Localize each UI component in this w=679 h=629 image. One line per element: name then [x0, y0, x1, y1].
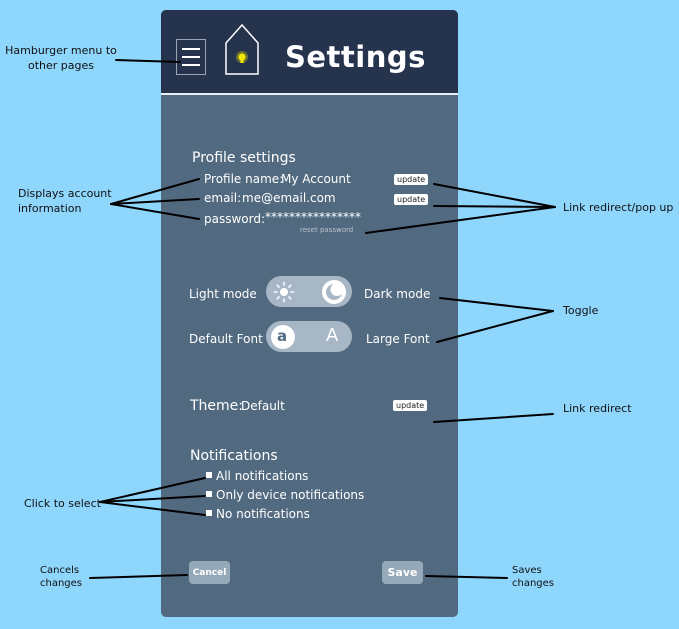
hamburger-line	[182, 64, 200, 66]
hamburger-line	[182, 48, 200, 50]
save-button[interactable]: Save	[382, 561, 423, 584]
option-label: All notifications	[216, 469, 309, 483]
house-lightbulb-icon	[225, 23, 259, 75]
header-bar: Settings	[161, 10, 458, 95]
sun-icon	[273, 281, 295, 303]
update-theme-button[interactable]: update	[393, 400, 428, 411]
annotation-toggle: Toggle	[563, 304, 599, 317]
profile-name-value: My Account	[281, 172, 351, 186]
annotation-link-popup: Link redirect/pop up	[563, 201, 674, 214]
annotation-saves: Saves changes	[512, 565, 555, 589]
font-size-knob: a	[271, 325, 295, 349]
large-font-glyph: A	[326, 325, 339, 346]
option-label: No notifications	[216, 507, 310, 521]
cancel-button[interactable]: Cancel	[189, 561, 230, 584]
update-email-button[interactable]: update	[394, 194, 429, 205]
password-value: ****************	[265, 210, 361, 224]
annotation-click-select: Click to select	[24, 497, 101, 510]
light-mode-label: Light mode	[189, 287, 257, 301]
dark-mode-label: Dark mode	[364, 287, 431, 301]
annotation-link-redirect: Link redirect	[563, 402, 632, 415]
annotation-cancels: Cancels changes	[40, 565, 83, 589]
hamburger-line	[182, 56, 200, 58]
dark-mode-toggle[interactable]	[266, 276, 352, 307]
annotation-hamburger: Hamburger menu to other pages	[5, 44, 117, 72]
dark-mode-knob	[322, 280, 346, 304]
moon-icon	[326, 283, 344, 300]
page-title: Settings	[285, 40, 426, 74]
profile-settings-heading: Profile settings	[192, 150, 296, 166]
small-font-glyph: a	[277, 327, 288, 345]
email-label: email:	[204, 191, 242, 205]
theme-value: Default	[241, 399, 285, 413]
checkbox[interactable]	[206, 491, 212, 497]
settings-screen: Settings Profile settings Profile name: …	[161, 10, 458, 617]
font-size-toggle[interactable]: a A	[266, 321, 352, 352]
checkbox[interactable]	[206, 472, 212, 478]
theme-label: Theme:	[190, 398, 244, 414]
large-font-label: Large Font	[366, 332, 430, 346]
profile-name-label: Profile name:	[204, 172, 284, 186]
checkbox[interactable]	[206, 510, 212, 516]
option-label: Only device notifications	[216, 488, 365, 502]
notifications-heading: Notifications	[190, 448, 278, 464]
reset-password-link[interactable]: reset password	[300, 226, 354, 234]
default-font-label: Default Font	[189, 332, 263, 346]
email-value: me@email.com	[242, 191, 336, 205]
hamburger-menu-button[interactable]	[176, 39, 206, 75]
update-profile-name-button[interactable]: update	[394, 174, 429, 185]
annotation-account: Displays account information	[18, 187, 112, 215]
password-label: password:	[204, 212, 266, 226]
